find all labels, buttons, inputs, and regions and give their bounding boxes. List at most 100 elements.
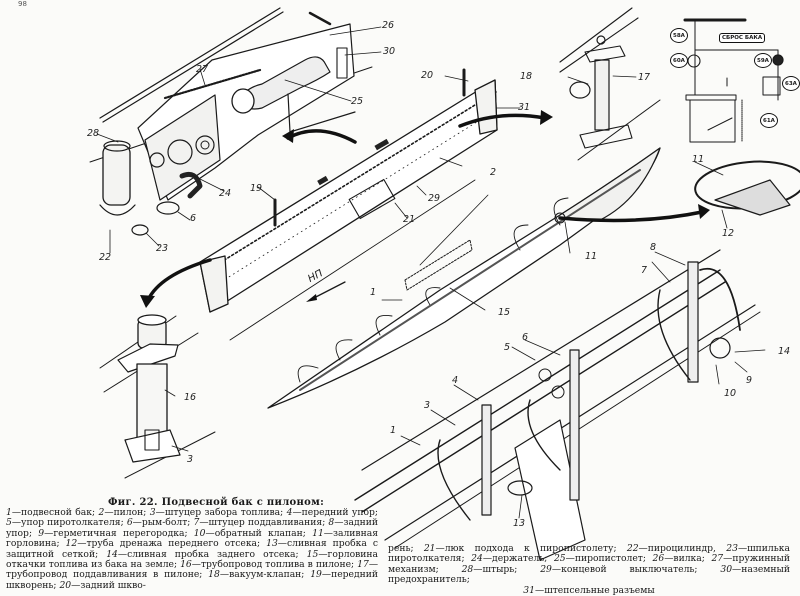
page-number: 98: [18, 0, 27, 8]
legend-item-text: —штуцер поддавливания;: [199, 517, 329, 529]
legend-item: 24—держатель;: [471, 553, 554, 564]
legend-item-number: 19: [310, 569, 322, 581]
legend-item-text: —пружинный механизм;: [388, 553, 790, 575]
valve-inset: [559, 7, 661, 161]
legend-item-text: —концевой выключатель;: [551, 563, 721, 575]
legend-item: 11—заливная горловина;: [6, 528, 378, 549]
legend-item-number: 29: [540, 563, 552, 575]
part-label-28: 28: [87, 128, 100, 139]
legend-item: 16—трубопровод топлива в пилоне;: [180, 559, 357, 570]
part-label-13: 13: [513, 518, 526, 529]
legend-item: 29—концевой выключатель;: [540, 564, 720, 575]
legend-item-text: —задний упор;: [6, 517, 378, 539]
legend-item: 21—люк подхода к пиропистолету;: [424, 543, 627, 554]
legend-item-text: —люк подхода к пиропистолету;: [435, 543, 627, 554]
legend-item-number: 20: [59, 579, 72, 591]
legend-item: 9—герметичная перегородка;: [38, 528, 194, 539]
part-label-10: 10: [724, 388, 737, 399]
legend-item-text: —наземный предохранитель;: [388, 563, 790, 586]
part-label-19: 19: [250, 183, 263, 194]
legend-item: 8—задний упор;: [6, 517, 378, 539]
legend-item-text: —сливная пробка с защитной сеткой;: [6, 538, 378, 560]
part-label-21: 21: [403, 214, 416, 225]
legend-item: 6—рым-болт;: [127, 517, 194, 528]
part-label-6: 6: [522, 332, 529, 343]
legend-item-text: —штепсельные разъемы: [535, 584, 655, 596]
arrow-head: [540, 110, 553, 125]
part-label-1: 1: [370, 287, 377, 298]
legend-item-text: —труба дренажа переднего отсека;: [77, 538, 267, 550]
legend-item-text: —штырь;: [473, 563, 541, 575]
legend-item-text: —задний шкво-: [71, 579, 146, 591]
legend-item: 2—пилон;: [99, 507, 150, 518]
legend-item-text: —рым-болт;: [132, 517, 194, 529]
scheme-circle-label: 61А: [760, 113, 778, 128]
legend-item-text: —заливная горловина;: [6, 527, 379, 550]
legend-item-text: —сливная пробка заднего отсека;: [117, 548, 307, 560]
legend-item: 19—передний шкворень;: [6, 569, 378, 591]
legend-item: 4—передний упор;: [287, 507, 378, 518]
part-label-7: 7: [641, 265, 648, 276]
legend-item: 23—шпилька пиротолкателя;: [388, 543, 790, 564]
part-label-8: 8: [650, 242, 657, 253]
legend-item-text: —трубопровод поддавливания в пилоне;: [6, 559, 378, 581]
legend-item: 7—штуцер поддавливания;: [194, 517, 329, 528]
part-label-29: 29: [428, 193, 441, 204]
legend-item-text: —пиропистолет;: [565, 553, 653, 565]
part-label-30: 30: [383, 46, 396, 57]
legend-item: 25—пиропистолет;: [554, 553, 653, 564]
legend-item: 17—трубопровод поддавливания в пилоне;: [6, 559, 378, 580]
part-label-31: 31: [518, 102, 531, 113]
part-label-11: 11: [585, 251, 598, 262]
part-label-11b: 11: [692, 154, 705, 165]
legend-item-number: 11: [312, 527, 324, 539]
legend-item: 18—вакуум-клапан;: [208, 569, 310, 580]
legend-item-number: 18: [208, 569, 220, 581]
legend-item: 20—задний шкво-: [59, 580, 145, 591]
legend-item-number: 8: [328, 517, 335, 529]
part-label-5: 5: [504, 342, 511, 353]
legend-item: 10—обратный клапан;: [194, 528, 312, 539]
legend-item: 13—сливная пробка с защитной сеткой;: [6, 538, 378, 559]
legend-item-number: 2: [98, 507, 105, 518]
legend-item: 27—пружинный механизм;: [388, 553, 790, 575]
part-label-23: 23: [156, 243, 169, 254]
legend-item-number: 25: [553, 553, 566, 565]
legend-item-text: —вилка;: [664, 553, 712, 565]
legend-continuation: рень;: [388, 543, 424, 554]
figure-caption-legend-continued: рень; 21—люк подхода к пиропистолету; 22…: [388, 543, 790, 596]
legend-item-number: 3: [149, 507, 156, 518]
tank-mounting-detail: [354, 249, 761, 561]
legend-item-number: 16: [180, 559, 192, 571]
fuel-line-inset: [99, 314, 216, 479]
part-label-20: 20: [421, 70, 434, 81]
legend-item: 15—горловина откачки топлива из бака на …: [6, 549, 378, 570]
legend-item: 1—подвесной бак;: [6, 507, 99, 518]
part-label-25: 25: [351, 96, 364, 107]
part-label-9: 9: [746, 375, 753, 386]
legend-item-text: —герметичная перегородка;: [44, 527, 194, 539]
legend-item-number: 15: [306, 548, 319, 560]
legend-item-text: —передний шкворень;: [6, 569, 378, 591]
scheme-circle-label: 59А: [754, 53, 772, 68]
legend-item: 12—труба дренажа переднего отсека;: [66, 538, 267, 549]
legend-item-number: 22: [626, 543, 639, 554]
legend-item-text: —подвесной бак;: [11, 507, 99, 518]
legend-item-number: 4: [286, 507, 293, 518]
legend-item: 28—штырь;: [462, 564, 541, 575]
legend-item-text: —передний упор;: [292, 507, 378, 518]
part-label-26: 26: [382, 20, 395, 31]
legend-item-number: 1: [6, 507, 12, 518]
legend-item-number: 7: [193, 517, 200, 529]
pyro-mechanism-inset: [89, 7, 373, 236]
part-label-4: 4: [452, 375, 459, 386]
arrow-head: [140, 295, 155, 308]
legend-item-text: —обратный клапан;: [205, 527, 313, 539]
legend-item: 30—наземный предохранитель;: [388, 564, 790, 585]
legend-item-number: 6: [126, 517, 133, 529]
legend-item-number: 21: [423, 543, 436, 554]
legend-item-text: —пироцилиндр,: [638, 543, 727, 554]
part-label-6b: 6: [190, 213, 197, 224]
part-label-22: 22: [99, 252, 112, 263]
